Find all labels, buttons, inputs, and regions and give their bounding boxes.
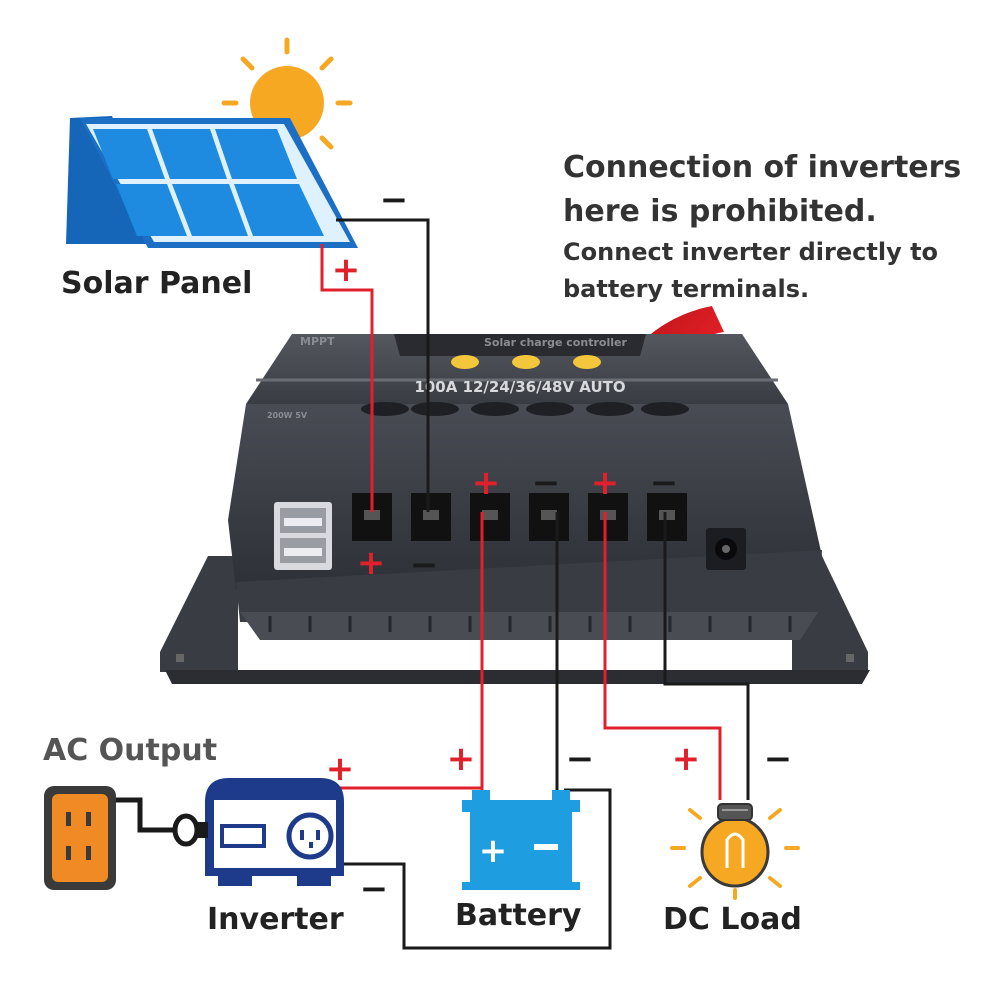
inverter-minus-mark: − bbox=[360, 869, 389, 909]
load-minus-mark: − bbox=[764, 739, 793, 779]
warning-line-1: Connection of inverters bbox=[563, 150, 962, 185]
pv-plus-mark: + bbox=[332, 250, 361, 290]
polarity-marks: + + + + + + + bbox=[326, 250, 701, 789]
controller-brand: MPPT bbox=[300, 335, 335, 348]
controller-pv-plus-mark: + bbox=[357, 543, 386, 583]
pv-negative-wire bbox=[336, 218, 430, 512]
warning-note: Connection of inverters here is prohibit… bbox=[563, 146, 961, 308]
usb-rating-badge: 200W 5V bbox=[267, 411, 308, 420]
inverter-plus-mark: + bbox=[326, 749, 355, 789]
pv-positive-wire bbox=[320, 244, 374, 512]
battery-label: Battery bbox=[455, 898, 582, 933]
controller-load-minus-mark: − bbox=[650, 463, 679, 503]
controller-pv-minus-mark: − bbox=[410, 545, 439, 585]
ac-output-label: AC Output bbox=[43, 733, 218, 768]
inverter-positive-wire bbox=[322, 786, 484, 800]
warning-line-2: here is prohibited. bbox=[563, 194, 877, 229]
controller-battery-minus-mark: − bbox=[532, 463, 561, 503]
charge-controller: MPPT Solar charge controller 100A 12/24/… bbox=[160, 334, 870, 684]
inverter-label: Inverter bbox=[207, 902, 344, 937]
controller-load-plus-mark: + bbox=[591, 463, 620, 503]
plug-icon bbox=[172, 813, 208, 847]
battery-icon: + bbox=[462, 790, 580, 890]
minus-marks: − − − − − − − bbox=[360, 180, 793, 909]
controller-battery-plus-mark: + bbox=[472, 463, 501, 503]
socket-icon bbox=[44, 786, 116, 890]
load-positive-wire bbox=[603, 512, 722, 800]
controller-rating: 100A 12/24/36/48V AUTO bbox=[414, 378, 625, 396]
bulb-icon bbox=[670, 803, 800, 900]
battery-minus-mark: − bbox=[566, 739, 595, 779]
svg-text:+: + bbox=[479, 831, 508, 871]
dc-jack-icon bbox=[706, 528, 746, 570]
warning-line-4: battery terminals. bbox=[563, 275, 810, 303]
dc-load-label: DC Load bbox=[663, 902, 802, 937]
wires bbox=[108, 218, 750, 950]
warning-line-3: Connect inverter directly to bbox=[563, 238, 939, 266]
load-plus-mark: + bbox=[672, 739, 701, 779]
load-negative-wire bbox=[663, 512, 750, 800]
terminal-row bbox=[352, 493, 687, 541]
controller-title: Solar charge controller bbox=[484, 336, 627, 349]
ac-cord bbox=[108, 797, 175, 833]
usb-port-icon bbox=[274, 502, 332, 570]
solar-panel-icon bbox=[66, 116, 358, 248]
solar-panel-label: Solar Panel bbox=[61, 266, 253, 301]
inverter-negative-wire bbox=[338, 788, 612, 950]
pv-minus-mark: − bbox=[380, 180, 409, 220]
battery-plus-mark: + bbox=[447, 739, 476, 779]
controller-buttons bbox=[451, 355, 601, 369]
inverter-icon bbox=[205, 778, 344, 886]
